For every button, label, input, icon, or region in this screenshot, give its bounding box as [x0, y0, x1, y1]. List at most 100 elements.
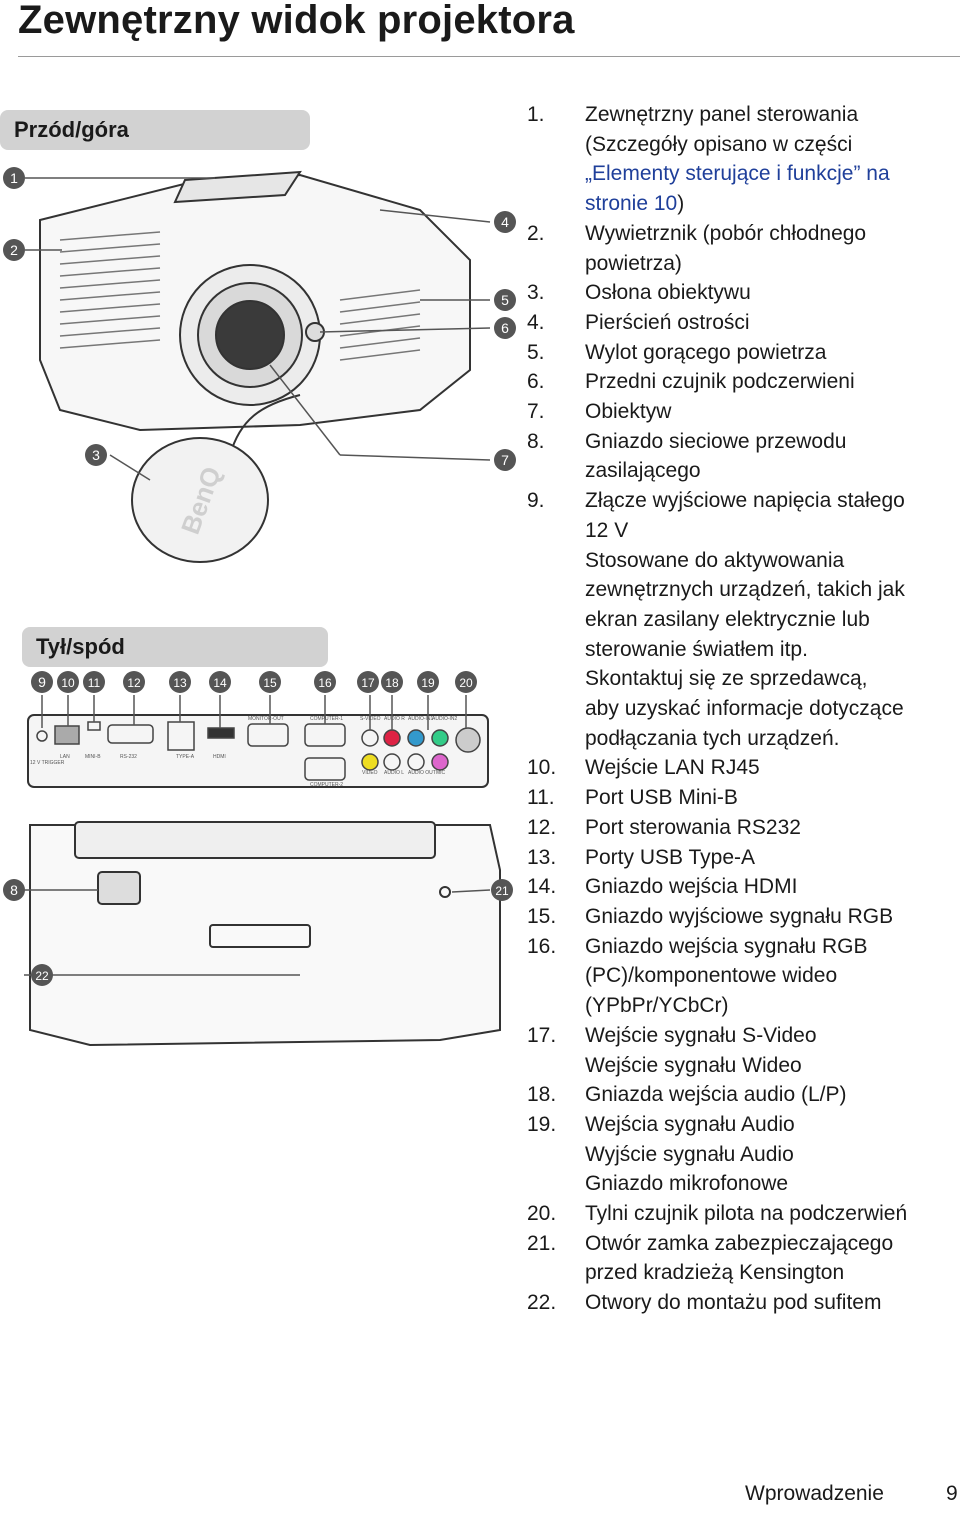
callout-7: 7	[494, 449, 516, 471]
svg-text:15: 15	[263, 676, 277, 690]
callout-1: 1	[3, 167, 25, 189]
svg-text:16: 16	[318, 676, 332, 690]
usb-typea-ports	[167, 721, 195, 751]
footer-page-number: 9	[946, 1482, 958, 1505]
footer-section-label: Wprowadzenie	[745, 1482, 884, 1505]
label-svideo: S-VIDEO	[360, 716, 381, 722]
svg-text:17: 17	[361, 676, 375, 690]
label-lan: LAN	[60, 754, 70, 760]
audio-l-port	[383, 753, 401, 771]
list-item: 7.Obiektyw	[527, 400, 672, 424]
label-mic: MIC	[436, 770, 446, 776]
svg-text:9: 9	[38, 674, 46, 690]
audio-r-port	[383, 729, 401, 747]
callout-6: 6	[494, 317, 516, 339]
power-socket	[97, 871, 141, 905]
video-port	[361, 753, 379, 771]
lens-glass	[215, 300, 285, 370]
label-hdmi: HDMI	[213, 754, 226, 760]
callout-11: 11	[83, 671, 105, 693]
section-front-label: Przód/góra	[0, 110, 310, 150]
lens-cap-strap	[229, 394, 301, 456]
svg-text:2: 2	[10, 242, 18, 258]
svg-text:18: 18	[385, 676, 399, 690]
label-typea: TYPE-A	[176, 754, 195, 760]
label-monitor-out: MONITOR-OUT	[248, 716, 284, 722]
lens-cap	[131, 437, 269, 563]
svg-text:7: 7	[501, 452, 509, 468]
trigger-jack	[36, 730, 48, 742]
list-item: 12.Port sterowania RS232	[527, 815, 801, 839]
audio-out-port	[407, 753, 425, 771]
audio-in1-port	[407, 729, 425, 747]
callout-18: 18	[381, 671, 403, 693]
callout-21: 21	[491, 879, 513, 901]
list-item: 5.Wylot gorącego powietrza	[527, 340, 827, 364]
label-rs232: RS-232	[120, 754, 137, 760]
label-computer1: COMPUTER-1	[310, 716, 343, 722]
callout-20: 20	[455, 671, 477, 693]
handle-slot	[209, 924, 311, 948]
list-item: 11.Port USB Mini-B	[527, 786, 738, 810]
ir-sensor-rear	[455, 727, 481, 753]
projector-body-rear	[29, 824, 501, 1047]
svg-text:22: 22	[35, 969, 49, 983]
list-item: 16.Gniazdo wejścia sygnału RGB(PC)/kompo…	[527, 934, 868, 1018]
svg-text:21: 21	[495, 884, 509, 898]
label-audio-l: AUDIO L	[384, 770, 404, 776]
label-mini-b: MINI-B	[85, 754, 101, 760]
list-item: 14.Gniazdo wejścia HDMI	[527, 875, 798, 899]
audio-in2-port	[431, 729, 449, 747]
mic-port	[431, 753, 449, 771]
callout-22: 22	[31, 964, 53, 986]
callout-10: 10	[57, 671, 79, 693]
svg-text:6: 6	[501, 320, 509, 336]
vent-left	[59, 231, 161, 349]
title-rule	[18, 56, 960, 57]
svg-text:8: 8	[10, 882, 18, 898]
svg-text:19: 19	[421, 676, 435, 690]
kensington-slot	[439, 886, 451, 898]
list-item: 3.Osłona obiektywu	[527, 281, 751, 305]
label-video: VIDEO	[362, 770, 378, 776]
svg-text:3: 3	[92, 447, 100, 463]
link-controls[interactable]: „Elementy sterujące i funkcje” na	[585, 162, 890, 186]
projector-illustration: BenQ	[0, 150, 520, 1090]
components-list: 1. Zewnętrzny panel sterowania (Szczegół…	[527, 100, 957, 1318]
link-page-10[interactable]: stronie 10	[585, 192, 678, 216]
label-audio-out: AUDIO OUT	[408, 770, 436, 776]
svg-text:10: 10	[61, 676, 75, 690]
label-audio-in1: AUDIO-IN1	[408, 716, 434, 722]
label-audio-in2: AUDIO-IN2	[432, 716, 458, 722]
callout-8: 8	[3, 879, 25, 901]
label-computer2: COMPUTER-2	[310, 782, 343, 788]
svg-text:14: 14	[213, 676, 227, 690]
svg-text:5: 5	[501, 292, 509, 308]
callout-16: 16	[314, 671, 336, 693]
list-item: 20.Tylni czujnik pilota na podczerwień	[527, 1202, 908, 1226]
callout-13: 13	[169, 671, 191, 693]
top-panel	[173, 170, 302, 204]
svg-text:4: 4	[501, 214, 509, 230]
page-title: Zewnętrzny widok projektora	[18, 0, 575, 42]
svg-text:11: 11	[88, 676, 101, 690]
callout-19: 19	[417, 671, 439, 693]
panel-labels: 12 V TRIGGER LAN MINI-B RS-232 TYPE-A HD…	[30, 716, 458, 788]
svg-text:13: 13	[173, 676, 187, 690]
callout-15: 15	[259, 671, 281, 693]
callout-5: 5	[494, 289, 516, 311]
back-panel	[27, 714, 489, 788]
label-trigger: 12 V TRIGGER	[30, 760, 65, 766]
callout-14: 14	[209, 671, 231, 693]
label-audio-r: AUDIO R	[384, 716, 405, 722]
callout-badges: 1 2 3 4 5 6 7 8 9 10 11 12 13 14 15 16 1…	[3, 167, 516, 986]
svg-text:12: 12	[127, 676, 141, 690]
section-back-label: Tył/spód	[22, 627, 328, 667]
callout-3: 3	[85, 444, 107, 466]
leader-lines	[25, 177, 491, 481]
callout-17: 17	[357, 671, 379, 693]
callout-9: 9	[31, 671, 53, 693]
